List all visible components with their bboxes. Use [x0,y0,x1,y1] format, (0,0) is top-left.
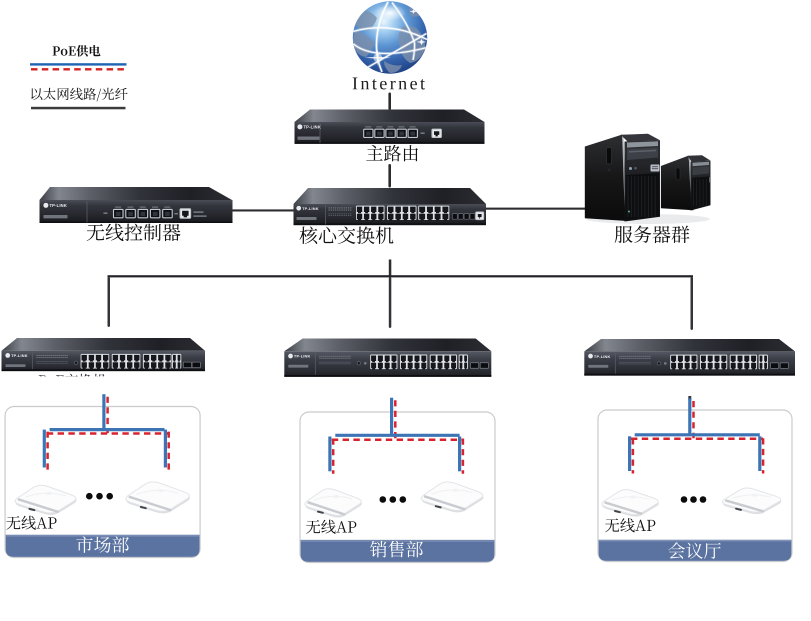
svg-text:TP-LINK: TP-LINK [11,353,28,358]
svg-text:TP-LINK: TP-LINK [302,206,319,211]
svg-text:TP-LINK: TP-LINK [294,354,311,359]
svg-text:TP-LINK: TP-LINK [49,203,67,208]
svg-text:TP-LINK: TP-LINK [594,354,611,359]
svg-text:TP-LINK: TP-LINK [303,125,321,130]
